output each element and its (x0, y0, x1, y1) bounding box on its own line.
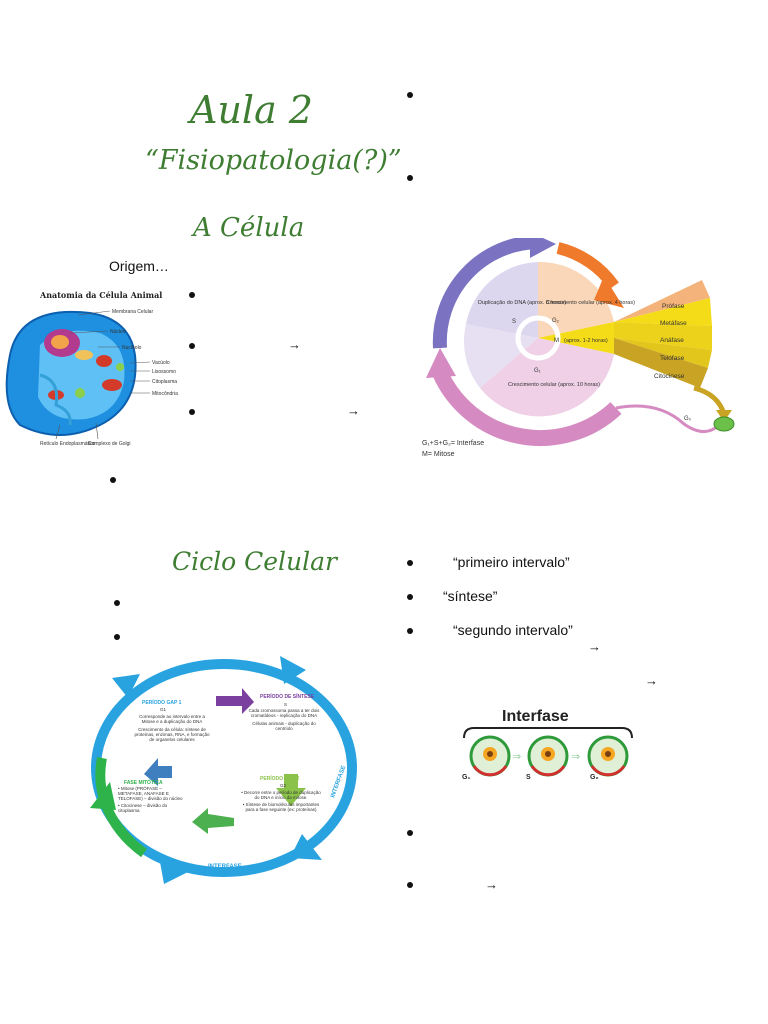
label-nucleolus: Nucléolo (122, 345, 142, 351)
arrow-right-icon: → (588, 639, 601, 654)
bullet (407, 560, 413, 566)
bullet (407, 92, 413, 98)
interfase-image: Interfase ⇒ ⇒ G₁ S G₂ (458, 706, 638, 786)
bullet (407, 830, 413, 836)
bullet (407, 594, 413, 600)
mitotica-text-2: • Citocinese – divisão do citoplasma (118, 803, 184, 813)
interfase-label-bottom: INTERFASE (208, 864, 242, 870)
item-sintese: “síntese” (443, 588, 497, 604)
interfase-title: Interfase (502, 708, 569, 725)
cell-cycle-diagram: Duplicação do DNA (aprox. 8 horas) S Cre… (418, 238, 740, 466)
bullet (189, 343, 195, 349)
item-segundo-intervalo: “segundo intervalo” (453, 622, 573, 638)
m-description: (aprox. 1-2 horas) (564, 338, 608, 344)
gap1-text-2: Crescimento da célula: síntese de proteí… (132, 727, 212, 742)
g2-description: Crescimento celular (aprox. 4 horas) (546, 300, 635, 306)
label-membrane: Membrana Celular (112, 309, 153, 315)
svg-text:⇒: ⇒ (512, 751, 521, 763)
bullet (407, 175, 413, 181)
sintese-title: PERÍODO DE SÍNTESE (260, 692, 315, 700)
phase-cytokinesis: Citocinese (654, 373, 685, 380)
arrow-right-icon: → (645, 673, 658, 688)
phase-telophase: Telófase (660, 355, 685, 362)
legend-mitose: M= Mitose (422, 451, 455, 458)
mitotica-text-1: • Mitose (PRÓFASE – METAFASE, ANAFASE E … (118, 786, 184, 801)
m-label: M (554, 338, 559, 344)
interfase-g1: G₁ (462, 774, 470, 781)
origin-text: Origem… (109, 258, 169, 274)
label-cytoplasm: Citoplasma (152, 379, 177, 385)
mitotica-title: FASE MITÓTICA (124, 778, 163, 786)
cell-anatomy-image: Anatomia da Célula Animal Membrana Celul… (0, 285, 185, 457)
bullet (189, 409, 195, 415)
bullet (407, 882, 413, 888)
svg-text:⇒: ⇒ (571, 751, 580, 763)
label-lysosome: Lisossomo (152, 369, 176, 375)
bullet (114, 634, 120, 640)
bullet (110, 477, 116, 483)
gap1-text-1: Corresponde ao intervalo entre a Mitose … (132, 714, 212, 724)
sintese-text-1: Cada cromossoma passa a ter dois cromatí… (246, 708, 322, 718)
sintese-sub: S (284, 702, 287, 707)
section-title-cycle: Ciclo Celular (172, 547, 337, 576)
legend-interfase: G₁+S+G₂= Interfase (422, 440, 484, 447)
gap2-text-1: • Decorre entre o período de duplicação … (240, 790, 322, 800)
arrow-right-icon: → (347, 403, 360, 418)
label-golgi: Complexo de Golgi (88, 441, 131, 447)
section-title-cell: A Célula (193, 213, 304, 243)
label-mitochondria: Mitocôndria (152, 391, 178, 397)
s-label: S (512, 319, 516, 325)
g1-label: G₁ (534, 368, 541, 374)
lesson-subtitle: “Fisiopatologia(?)” (145, 145, 402, 176)
phase-prophase: Prófase (662, 303, 685, 310)
gap2-title: PERÍODO GAP 2 (260, 774, 300, 782)
g1-description: Crescimento celular (aprox. 10 horas) (508, 382, 600, 388)
lesson-title: Aula 2 (190, 88, 313, 132)
gap2-sub: G2 (280, 783, 287, 788)
g0-label: G₀ (684, 416, 692, 422)
arrow-right-icon: → (485, 877, 498, 892)
bullet (114, 600, 120, 606)
label-nucleus: Núcleo (110, 329, 126, 335)
gap1-title: PERÍODO GAP 1 (142, 698, 182, 706)
label-vacuole: Vacúolo (152, 360, 170, 366)
gap2-text-2: • Síntese de biomoléculas importantes pa… (240, 802, 322, 812)
g2-label: G₂ (552, 318, 560, 324)
bullet (189, 292, 195, 298)
cell-image-title: Anatomia da Célula Animal (39, 290, 162, 300)
arrow-right-icon: → (288, 337, 301, 352)
phase-metaphase: Metáfase (660, 320, 687, 327)
sintese-text-2: Células animais - duplicação do centríol… (246, 721, 322, 731)
item-primeiro-intervalo: “primeiro intervalo” (453, 554, 570, 570)
cell-cycle-ring-image: INTERFASE INTERFASE INTERFASE PERÍODO GA… (84, 648, 364, 890)
phase-anaphase: Anáfase (660, 337, 684, 344)
interfase-s: S (526, 774, 531, 781)
gap1-sub: G1 (160, 707, 167, 712)
interfase-g2: G₂ (590, 774, 599, 781)
bullet (407, 628, 413, 634)
